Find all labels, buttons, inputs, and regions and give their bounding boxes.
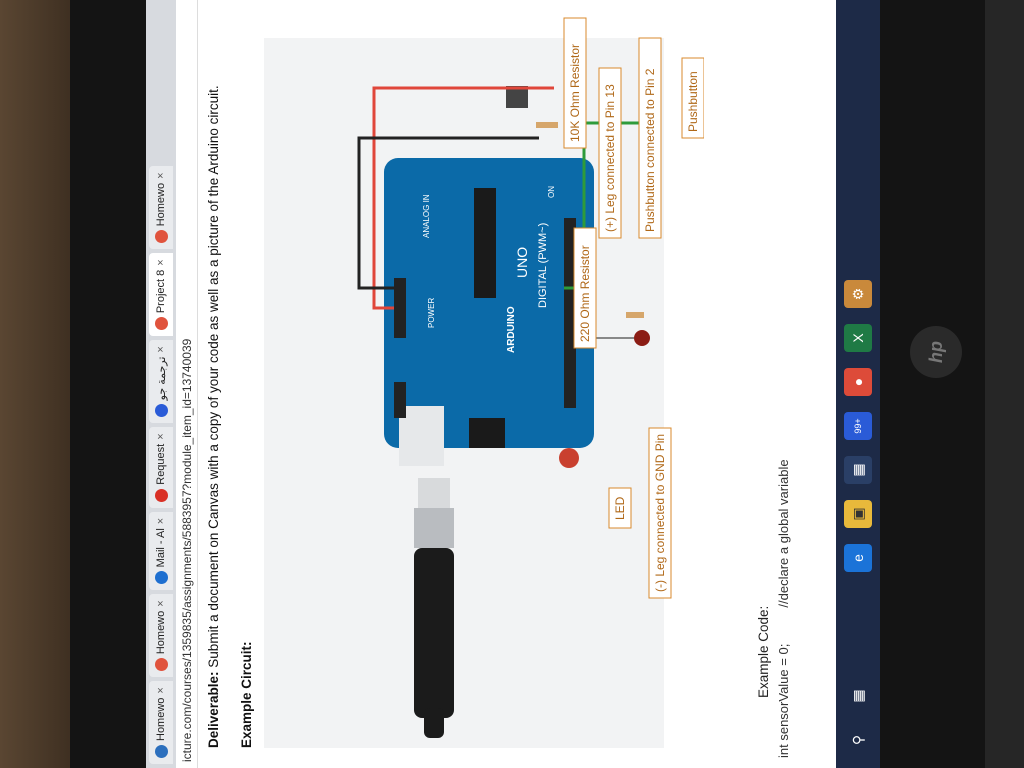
board-brand: ARDUINO [506,306,517,353]
deliverable-body: Submit a document on Canvas with a copy … [206,85,221,672]
label-pushbutton-pin2: Pushbutton connected to Pin 2 [643,68,657,232]
example-circuit-heading: Example Circuit: [239,641,254,748]
mail-icon[interactable]: 99+ [844,412,872,440]
search-icon[interactable]: ⚲ [849,734,866,746]
resistor-220 [626,312,644,318]
close-tab-icon[interactable]: × [155,259,167,266]
edge-icon[interactable]: e [844,544,872,572]
tab-label: Homewo [155,182,167,227]
label-10k-resistor: 10K Ohm Resistor [568,44,582,142]
digital-header [564,218,576,408]
label-pos-leg: (+) Leg connected to Pin 13 [603,84,617,232]
tab-label: Request [155,443,167,485]
microcontroller-chip [474,188,496,298]
browser-tab[interactable]: Request × [149,427,173,508]
board-digital-label: DIGITAL (PWM~) [537,223,549,308]
store-icon[interactable]: ▦ [844,456,872,484]
excel-icon[interactable]: X [844,324,872,352]
outlook-icon [154,571,168,585]
code-line: int sensorValue = 0; //declare a global … [776,459,791,758]
arduino-board: DIGITAL (PWM~) ARDUINO UNO POWER ANALOG … [384,158,594,468]
browser-tab[interactable]: Homewo × [149,681,173,764]
label-neg-leg: (-) Leg connected to GND Pin [653,434,667,592]
tab-label: ترجمة جو [155,356,168,401]
resistor-10k [536,122,558,128]
reset-button [559,448,579,468]
browser-tab[interactable]: Mail - Al × [149,511,173,591]
file-explorer-icon[interactable]: ▣ [844,500,872,528]
canvas-icon [154,658,168,672]
browser-tab-bar: Homewo×Homewo×Mail - Al×Request×ترجمة جو… [146,0,176,768]
close-tab-icon[interactable]: × [155,687,167,694]
board-on-label: ON [547,186,556,198]
laptop-screen: Homewo×Homewo×Mail - Al×Request×ترجمة جو… [146,0,880,768]
gmail-icon [154,488,168,502]
browser-tab[interactable]: Homewo × [149,166,173,250]
close-tab-icon[interactable]: × [155,600,167,607]
chrome-icon[interactable]: ● [844,368,872,396]
canvas-icon [154,745,168,758]
close-tab-icon[interactable]: × [155,517,167,525]
tab-label: Mail - Al [155,528,167,568]
analog-header [394,382,406,418]
laptop-base [985,0,1024,768]
board-power-label: POWER [427,298,436,328]
red-wire [372,86,554,310]
tab-label: Homewo [155,610,167,655]
usb-cable [414,478,454,738]
canvas-icon [154,230,168,244]
power-header [394,278,406,338]
example-code-heading: Example Code: [756,605,771,698]
deliverable-label: Deliverable: [206,671,221,748]
close-tab-icon[interactable]: × [155,172,167,179]
windows-taskbar: ⚲ ▦ e ▣ ▦ 99+ ● X ⚙ [836,0,880,768]
pushbutton-component [506,86,528,108]
tab-label: Homewo [155,697,167,741]
canvas-icon [154,317,168,331]
power-jack [469,418,505,448]
arduino-circuit-diagram: DIGITAL (PWM~) ARDUINO UNO POWER ANALOG … [264,17,704,748]
label-220-resistor: 220 Ohm Resistor [578,245,592,342]
usb-port [399,406,444,466]
board-analog-label: ANALOG IN [422,194,431,238]
browser-tab[interactable]: Homewo × [149,594,173,678]
label-led: LED [613,496,627,520]
close-tab-icon[interactable]: × [155,346,167,353]
label-pushbutton: Pushbutton [686,71,700,132]
close-tab-icon[interactable]: × [155,433,167,440]
browser-tab[interactable]: Project 8 × [149,253,173,337]
board-pcb [384,158,594,448]
black-wire [357,136,539,290]
deliverable-text: Deliverable: Submit a document on Canvas… [206,85,221,748]
board-model: UNO [514,247,530,278]
tab-label: Project 8 [155,269,167,314]
hp-logo: hp [910,326,962,378]
settings-icon[interactable]: ⚙ [844,280,872,308]
browser-tab[interactable]: ترجمة جو × [149,340,173,424]
translate-icon [154,404,168,418]
address-bar[interactable]: icture.com/courses/1359835/assignments/5… [176,0,198,768]
task-view-icon[interactable]: ▦ [849,689,866,703]
